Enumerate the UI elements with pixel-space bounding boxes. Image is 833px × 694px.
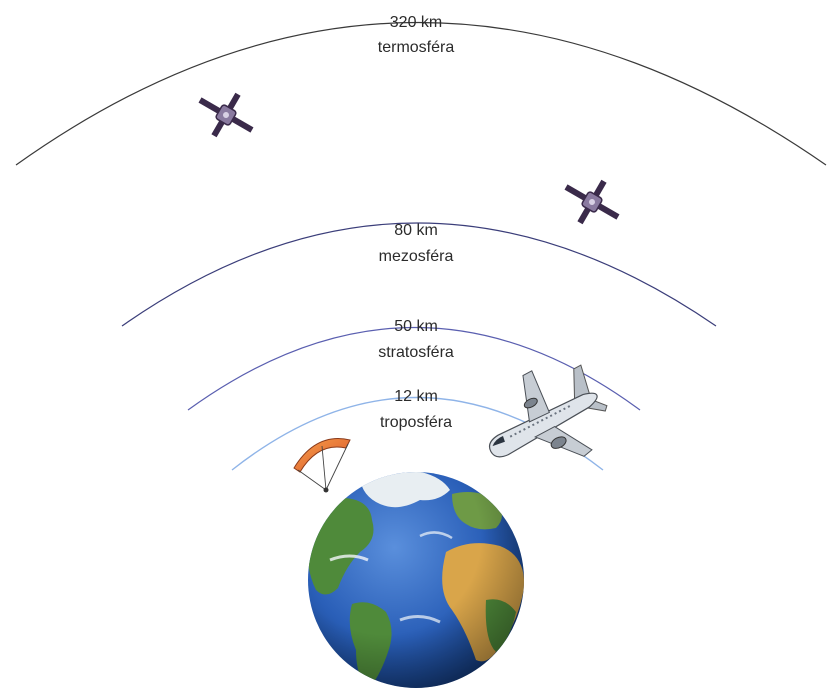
layer-name-label: mezosféra xyxy=(379,248,454,265)
satellite-icon xyxy=(198,92,254,138)
layer-name-label: termosféra xyxy=(378,39,455,56)
layer-label-troposphere: 12 km troposféra xyxy=(380,388,452,431)
layer-label-stratosphere: 50 km stratosféra xyxy=(378,318,454,361)
mesosphere-arc xyxy=(121,222,717,327)
layer-name-label: stratosféra xyxy=(378,344,454,361)
altitude-label: 50 km xyxy=(394,318,438,335)
altitude-label: 320 km xyxy=(390,14,442,31)
earth-globe-icon xyxy=(308,472,524,688)
layer-name-label: troposféra xyxy=(380,414,452,431)
satellite-icon xyxy=(564,179,620,225)
layer-label-thermosphere: 320 km termosféra xyxy=(378,14,455,56)
altitude-label: 12 km xyxy=(394,388,438,405)
layer-label-mesosphere: 80 km mezosféra xyxy=(379,222,454,265)
airplane-icon xyxy=(488,364,608,458)
paraglider-icon xyxy=(293,438,351,493)
thermosphere-arc xyxy=(15,22,827,166)
altitude-label: 80 km xyxy=(394,222,438,239)
